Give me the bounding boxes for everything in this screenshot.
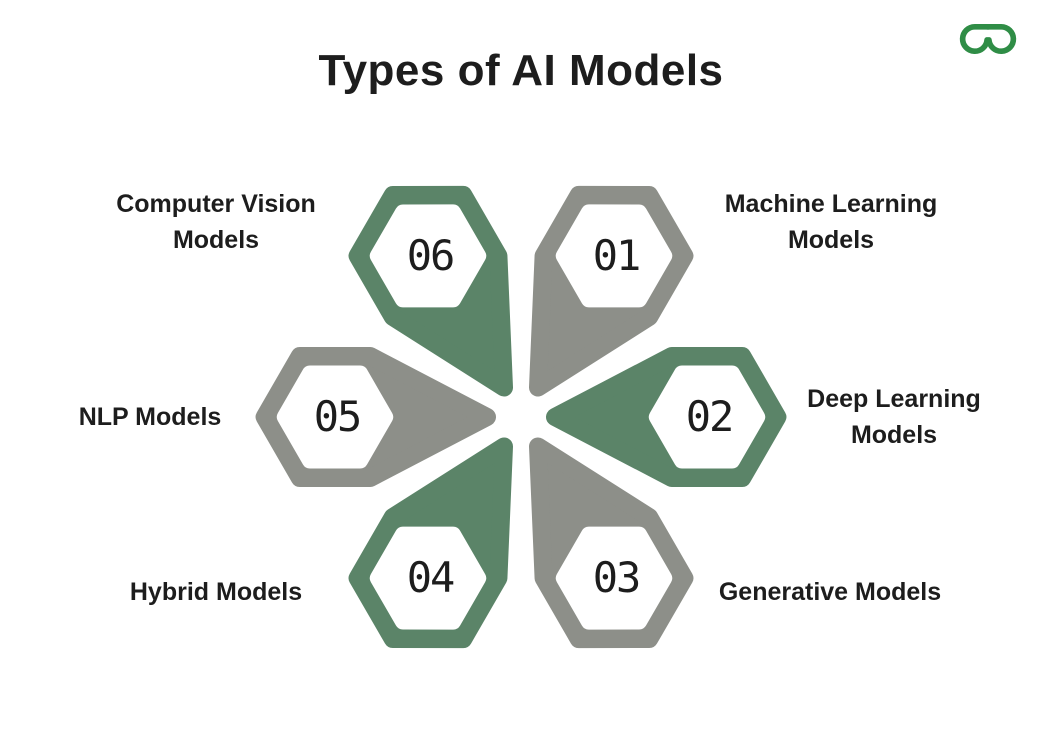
petal-label-computer-vision: Computer Vision Models — [116, 190, 316, 254]
petal-label-generative: Generative Models — [718, 578, 942, 606]
petal-number-01: 01 — [592, 231, 642, 280]
petal-06-hexagon-hole — [369, 204, 487, 308]
petal-label-deep-learning: Deep Learning Models — [807, 385, 981, 449]
petal-06-computer-vision — [348, 185, 513, 397]
petal-03-generative — [529, 437, 694, 649]
petal-number-02: 02 — [685, 392, 735, 441]
petal-label-hybrid: Hybrid Models — [129, 578, 303, 606]
petal-05-nlp — [255, 347, 496, 487]
logo-right-g — [984, 23, 1017, 54]
petal-05-hexagon-hole — [276, 365, 394, 469]
petal-number-03: 03 — [592, 553, 642, 602]
petal-01-hexagon-hole — [555, 204, 673, 308]
page-title: Types of AI Models — [318, 46, 724, 95]
petal-number-05: 05 — [313, 392, 363, 441]
petal-label-machine-learning: Machine Learning Models — [724, 190, 938, 254]
petal-number-06: 06 — [406, 231, 456, 280]
petal-number-04: 04 — [406, 553, 456, 602]
flower-center-group — [255, 185, 787, 649]
logo-left-g — [959, 23, 992, 54]
petal-02-deep-learning — [546, 347, 787, 487]
petal-01-machine-learning — [529, 185, 694, 397]
petal-label-nlp: NLP Models — [78, 403, 222, 431]
geeksforgeeks-logo-icon — [959, 23, 1017, 54]
petal-02-hexagon-hole — [648, 365, 766, 469]
petal-04-hybrid — [348, 437, 513, 649]
petal-04-hexagon-hole — [369, 526, 487, 630]
petal-03-hexagon-hole — [555, 526, 673, 630]
